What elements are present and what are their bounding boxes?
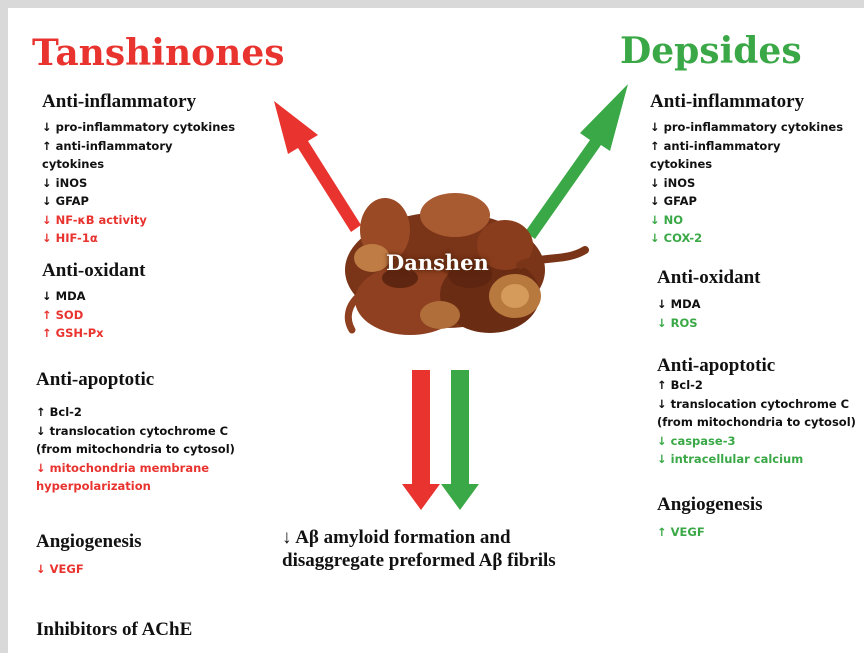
danshen-label: Danshen	[386, 250, 489, 275]
green-arrow-down-icon	[441, 370, 479, 510]
green-arrow-up-right-icon	[525, 84, 628, 239]
red-arrow-down-icon	[402, 370, 440, 510]
amyloid-effect-text: ↓ Aβ amyloid formation and disaggregate …	[282, 526, 582, 572]
red-arrow-up-left-icon	[274, 101, 361, 232]
